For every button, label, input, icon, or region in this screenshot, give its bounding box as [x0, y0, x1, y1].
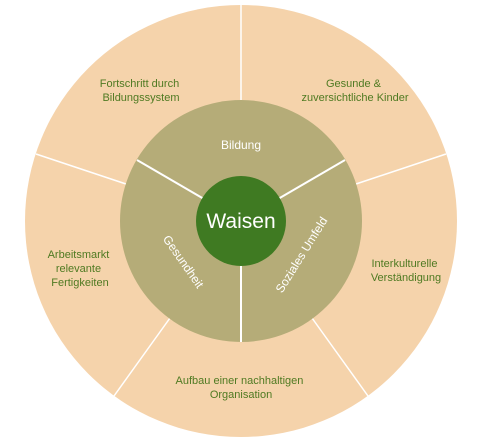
outer-divider	[35, 153, 127, 185]
outer-label-line: Fortschritt durch	[100, 78, 179, 90]
outer-divider	[311, 317, 369, 397]
outer-label-line: relevante	[56, 263, 101, 275]
outer-divider	[113, 317, 171, 397]
outer-label-line: Verständigung	[371, 272, 441, 284]
outer-divider	[355, 153, 447, 185]
outer-label-line: Bildungssystem	[102, 92, 179, 104]
inner-ring-dividers	[136, 159, 346, 342]
center-label: Waisen	[206, 210, 275, 233]
outer-label-line: zuversichtliche Kinder	[302, 92, 409, 104]
outer-label-line: Gesunde &	[326, 78, 382, 90]
outer-label-line: Fertigkeiten	[51, 277, 108, 289]
outer-ring-dividers	[35, 5, 447, 397]
outer-label-line: Arbeitsmarkt	[48, 249, 110, 261]
outer-label-arbeitsmarkt: Arbeitsmarkt relevante Fertigkeiten	[48, 249, 113, 289]
inner-divider	[277, 159, 346, 200]
center-circle	[196, 176, 286, 266]
inner-label-bildung: Bildung	[221, 138, 261, 152]
outer-label-aufbau: Aufbau einer nachhaltigen Organisation	[176, 375, 307, 401]
outer-label-fortschritt: Fortschritt durch Bildungssystem	[100, 78, 183, 104]
outer-label-line: Aufbau einer nachhaltigen	[176, 375, 304, 387]
outer-label-line: Organisation	[210, 389, 272, 401]
outer-label-line: Interkulturelle	[371, 258, 437, 270]
outer-label-interkulturelle: Interkulturelle Verständigung	[371, 258, 441, 284]
outer-label-gesunde-kinder: Gesunde & zuversichtliche Kinder	[302, 78, 409, 104]
inner-divider	[136, 159, 205, 200]
